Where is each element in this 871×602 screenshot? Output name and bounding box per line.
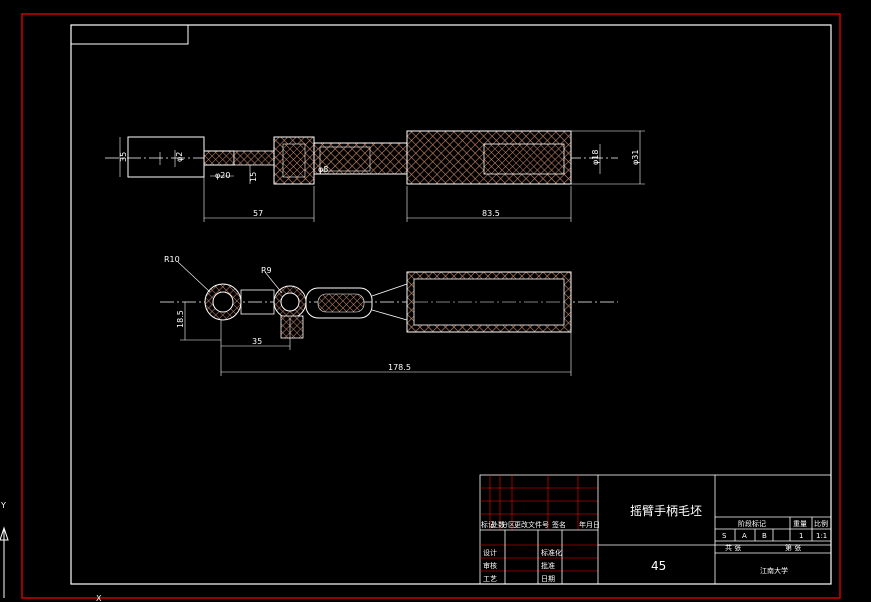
stage-mark-s: S <box>722 532 727 540</box>
role-mid-1: 批准 <box>541 561 555 570</box>
dim-right-outer: φ31 <box>631 150 640 165</box>
dim-len-left: 57 <box>253 209 263 218</box>
stage-mark-a: A <box>742 532 747 540</box>
stage-label: 阶段标记 <box>738 519 766 528</box>
dim-small: φ2 <box>175 152 184 162</box>
role-left-0: 设计 <box>483 548 497 557</box>
top-view <box>160 261 618 376</box>
outer-frame <box>21 13 841 599</box>
dim-left: 35 <box>119 152 128 162</box>
ucs-y-label: Y <box>0 501 6 510</box>
stage-mark-b: B <box>762 532 767 540</box>
dim-inner: φ20 <box>215 171 230 180</box>
sheet-number: 第 张 <box>785 543 801 552</box>
front-view <box>105 130 645 222</box>
inner-frame <box>70 24 832 585</box>
rev-header-1: 处数 <box>491 520 505 529</box>
dim-step: 15 <box>249 172 258 182</box>
dim-len-total: 178.5 <box>388 363 411 372</box>
code-box <box>70 24 189 45</box>
weight-label: 重量 <box>793 520 807 528</box>
school-name: 江南大学 <box>760 566 788 575</box>
title-block <box>479 474 832 585</box>
material: 45 <box>651 559 666 573</box>
dim-r-small: R9 <box>261 266 272 275</box>
rev-header-3: 更改文件号 <box>514 520 549 529</box>
ucs-icon <box>0 526 9 598</box>
dim-r-big: R10 <box>164 255 180 264</box>
ucs-x-label: X <box>96 594 102 602</box>
role-mid-0: 标准化 <box>541 548 562 557</box>
dim-right-inner: φ18 <box>591 150 600 165</box>
rev-header-0: 标记 <box>481 520 495 529</box>
drawing-title: 摇臂手柄毛坯 <box>630 504 702 518</box>
rev-header-5: 年月日 <box>579 520 600 529</box>
weight-value: 1 <box>799 532 803 540</box>
rev-header-4: 签名 <box>552 520 566 529</box>
rev-header-2: 分区 <box>501 520 515 529</box>
scale-value: 1:1 <box>816 532 827 540</box>
dim-len-right: 83.5 <box>482 209 500 218</box>
role-left-1: 审核 <box>483 561 497 570</box>
role-mid-2: 日期 <box>541 575 555 583</box>
sheet-total: 共 张 <box>725 543 741 552</box>
role-left-2: 工艺 <box>483 575 497 583</box>
dim-hole: φ8 <box>318 165 328 174</box>
dim-len-35: 35 <box>252 337 262 346</box>
scale-label: 比例 <box>814 519 828 528</box>
dim-height: 18.5 <box>176 310 185 328</box>
